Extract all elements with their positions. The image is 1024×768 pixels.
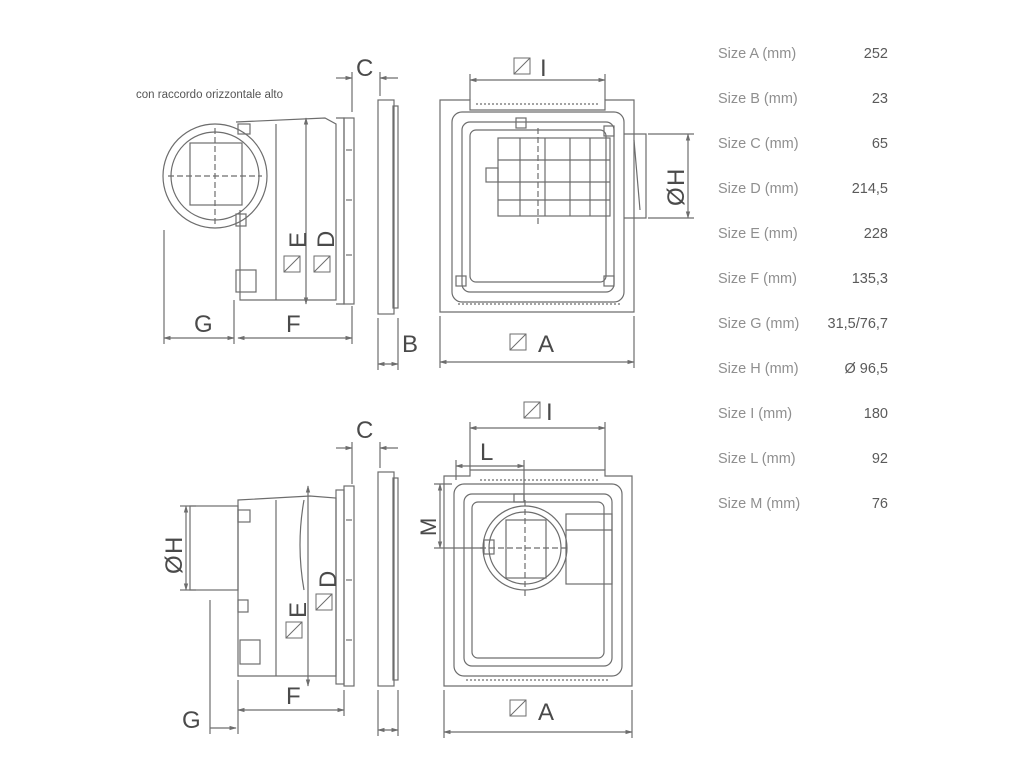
spec-row-i: Size I (mm) 180 [718, 406, 888, 451]
spec-label: Size H (mm) [718, 361, 799, 377]
spec-row-g: Size G (mm) 31,5/76,7 [718, 316, 888, 361]
spec-row-a: Size A (mm) 252 [718, 46, 888, 91]
label-g-top: G [194, 311, 213, 338]
spec-row-h: Size H (mm) Ø 96,5 [718, 361, 888, 406]
label-m-bottom: M [416, 518, 441, 536]
spec-value: Ø 96,5 [844, 361, 888, 377]
spec-value: 135,3 [851, 271, 888, 287]
label-a-top: A [538, 331, 554, 358]
spec-row-l: Size L (mm) 92 [718, 451, 888, 496]
spec-value: 228 [863, 226, 888, 242]
spec-value: 23 [871, 91, 888, 107]
label-c-top: C [356, 55, 373, 82]
label-diameter-top: Ø [663, 187, 690, 206]
label-b-top: B [402, 331, 418, 358]
spec-label: Size M (mm) [718, 496, 801, 512]
spec-row-c: Size C (mm) 65 [718, 136, 888, 181]
dimensions-top [163, 72, 694, 370]
label-a-bottom: A [538, 699, 554, 726]
spec-value: 31,5/76,7 [827, 316, 888, 332]
label-g-bottom: G [182, 707, 201, 734]
label-h-bottom: H [161, 537, 188, 554]
label-i-bottom: I [546, 399, 553, 426]
spec-value: 252 [863, 46, 888, 62]
side-view-bottom [189, 471, 399, 687]
label-l-bottom: L [480, 439, 493, 466]
spec-row-b: Size B (mm) 23 [718, 91, 888, 136]
front-view-bottom [443, 469, 633, 687]
label-d-top: D [313, 231, 340, 248]
diameter-symbols [283, 57, 541, 717]
spec-row-d: Size D (mm) 214,5 [718, 181, 888, 226]
label-diameter-bottom: Ø [161, 555, 188, 574]
dimensions-bottom [180, 422, 633, 738]
label-h-top: H [663, 169, 690, 186]
label-c-bottom: C [356, 417, 373, 444]
size-spec-table: Size A (mm) 252 Size B (mm) 23 Size C (mm)… [718, 46, 888, 541]
spec-label: Size F (mm) [718, 271, 797, 287]
spec-value: 76 [871, 496, 888, 512]
spec-row-m: Size M (mm) 76 [718, 496, 888, 541]
spec-label: Size A (mm) [718, 46, 797, 62]
label-f-bottom: F [286, 683, 301, 710]
spec-value: 92 [871, 451, 888, 467]
spec-label: Size B (mm) [718, 91, 798, 107]
label-f-top: F [286, 311, 301, 338]
spec-label: Size E (mm) [718, 226, 798, 242]
spec-row-e: Size E (mm) 228 [718, 226, 888, 271]
spec-label: Size D (mm) [718, 181, 799, 197]
spec-label: Size C (mm) [718, 136, 799, 152]
label-e-top: E [285, 232, 312, 248]
label-d-bottom: D [315, 571, 342, 588]
spec-value: 65 [871, 136, 888, 152]
caption-text: con raccordo orizzontale alto [136, 89, 283, 101]
spec-label: Size I (mm) [718, 406, 793, 422]
spec-row-f: Size F (mm) 135,3 [718, 271, 888, 316]
label-i-top: I [540, 55, 547, 82]
label-e-bottom: E [285, 602, 312, 618]
spec-value: 214,5 [851, 181, 888, 197]
spec-value: 180 [863, 406, 888, 422]
side-view-top [162, 99, 399, 315]
spec-label: Size G (mm) [718, 316, 800, 332]
front-view-top [439, 99, 647, 313]
spec-label: Size L (mm) [718, 451, 796, 467]
